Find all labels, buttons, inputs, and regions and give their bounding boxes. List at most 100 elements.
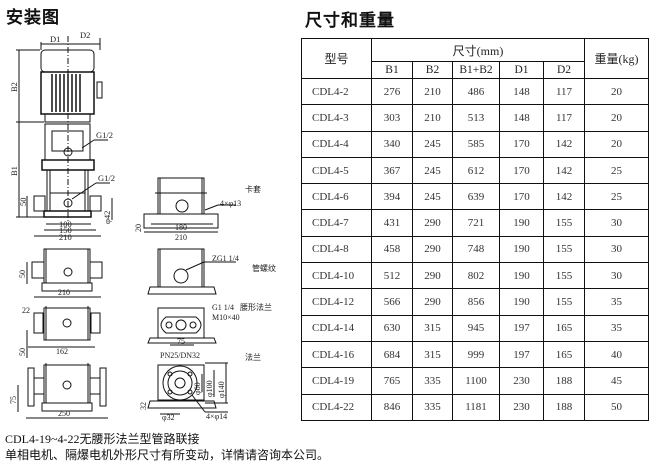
value-cell: 458 bbox=[371, 235, 413, 264]
label-20: 20 bbox=[134, 224, 143, 232]
value-cell: 25 bbox=[584, 183, 649, 211]
label-phi32: φ32 bbox=[162, 413, 175, 422]
value-cell: 50 bbox=[584, 393, 649, 421]
value-cell: 684 bbox=[371, 340, 413, 369]
model-cell: CDL4-8 bbox=[301, 235, 372, 264]
model-cell: CDL4-3 bbox=[301, 104, 372, 132]
value-cell: 170 bbox=[499, 156, 544, 185]
value-cell: 155 bbox=[543, 235, 585, 264]
view-oval-left bbox=[26, 306, 101, 358]
label-150: 150 bbox=[59, 225, 72, 235]
value-cell: 765 bbox=[371, 367, 413, 395]
view-threaded-right bbox=[147, 248, 236, 295]
value-cell: 165 bbox=[543, 340, 585, 369]
label-phi60: φ60 bbox=[193, 382, 202, 395]
value-cell: 315 bbox=[412, 340, 453, 369]
value-cell: 245 bbox=[412, 156, 453, 185]
value-cell: 721 bbox=[452, 209, 500, 237]
label-pipe-thread: 管螺纹 bbox=[252, 263, 276, 273]
value-cell: 802 bbox=[452, 262, 500, 290]
value-cell: 117 bbox=[543, 77, 585, 106]
label-32: 32 bbox=[139, 402, 148, 410]
value-cell: 999 bbox=[452, 340, 500, 369]
label-250: 250 bbox=[58, 409, 70, 418]
value-cell: 630 bbox=[371, 314, 413, 342]
label-22: 22 bbox=[22, 306, 30, 315]
value-cell: 290 bbox=[412, 209, 453, 237]
value-cell: 142 bbox=[543, 183, 585, 211]
value-cell: 230 bbox=[499, 393, 544, 421]
value-cell: 170 bbox=[499, 130, 544, 158]
value-cell: 230 bbox=[499, 367, 544, 395]
value-cell: 748 bbox=[452, 235, 500, 264]
value-cell: 35 bbox=[584, 314, 649, 342]
header-d2: D2 bbox=[543, 61, 585, 79]
value-cell: 612 bbox=[452, 156, 500, 185]
label-50: 50 bbox=[18, 198, 28, 207]
value-cell: 945 bbox=[452, 314, 500, 342]
label-d2: D2 bbox=[80, 30, 90, 40]
value-cell: 188 bbox=[543, 393, 585, 421]
model-cell: CDL4-14 bbox=[301, 314, 372, 342]
footnote-2: 单相电机、隔爆电机外形尺寸有所变动，详情请咨询本公司。 bbox=[5, 448, 330, 462]
label-zg: ZG1 1/4 bbox=[212, 254, 239, 263]
label-g114: G1 1/4 bbox=[212, 303, 234, 312]
value-cell: 190 bbox=[499, 209, 544, 237]
value-cell: 846 bbox=[371, 393, 413, 421]
value-cell: 394 bbox=[371, 183, 413, 211]
model-cell: CDL4-10 bbox=[301, 262, 372, 290]
view-flange-left bbox=[17, 363, 108, 419]
model-cell: CDL4-16 bbox=[301, 340, 372, 369]
model-cell: CDL4-12 bbox=[301, 288, 372, 316]
value-cell: 25 bbox=[584, 156, 649, 185]
model-cell: CDL4-7 bbox=[301, 209, 372, 237]
value-cell: 20 bbox=[584, 77, 649, 106]
header-b1: B1 bbox=[371, 61, 413, 79]
label-phi42: φ42 bbox=[102, 211, 112, 224]
value-cell: 210 bbox=[412, 104, 453, 132]
value-cell: 20 bbox=[584, 130, 649, 158]
value-cell: 148 bbox=[499, 77, 544, 106]
dimensions-table: 型号 尺寸(mm) 重量(kg) B1 B2 B1+B2 D1 D2 CDL4-… bbox=[301, 38, 649, 421]
value-cell: 315 bbox=[412, 314, 453, 342]
value-cell: 155 bbox=[543, 262, 585, 290]
model-cell: CDL4-5 bbox=[301, 156, 372, 185]
value-cell: 30 bbox=[584, 209, 649, 237]
label-4x14: 4×φ14 bbox=[206, 412, 227, 421]
value-cell: 513 bbox=[452, 104, 500, 132]
value-cell: 165 bbox=[543, 314, 585, 342]
value-cell: 303 bbox=[371, 104, 413, 132]
label-50c: 50 bbox=[18, 348, 27, 356]
header-b1-b2: B1+B2 bbox=[452, 61, 500, 79]
value-cell: 335 bbox=[412, 367, 453, 395]
value-cell: 30 bbox=[584, 262, 649, 290]
value-cell: 190 bbox=[499, 288, 544, 316]
value-cell: 1100 bbox=[452, 367, 500, 395]
value-cell: 155 bbox=[543, 288, 585, 316]
value-cell: 45 bbox=[584, 367, 649, 395]
label-b2: B2 bbox=[9, 82, 19, 92]
value-cell: 197 bbox=[499, 314, 544, 342]
value-cell: 148 bbox=[499, 104, 544, 132]
model-cell: CDL4-2 bbox=[301, 77, 372, 106]
label-d1: D1 bbox=[50, 34, 60, 44]
value-cell: 190 bbox=[499, 262, 544, 290]
value-cell: 190 bbox=[499, 235, 544, 264]
header-model: 型号 bbox=[301, 38, 372, 79]
value-cell: 197 bbox=[499, 340, 544, 369]
value-cell: 340 bbox=[371, 130, 413, 158]
value-cell: 210 bbox=[412, 77, 453, 106]
label-162: 162 bbox=[56, 347, 68, 356]
pump-elevation bbox=[16, 36, 113, 237]
label-b1: B1 bbox=[9, 166, 19, 176]
installation-drawing-title: 安装图 bbox=[6, 8, 60, 28]
value-cell: 367 bbox=[371, 156, 413, 185]
value-cell: 20 bbox=[584, 104, 649, 132]
